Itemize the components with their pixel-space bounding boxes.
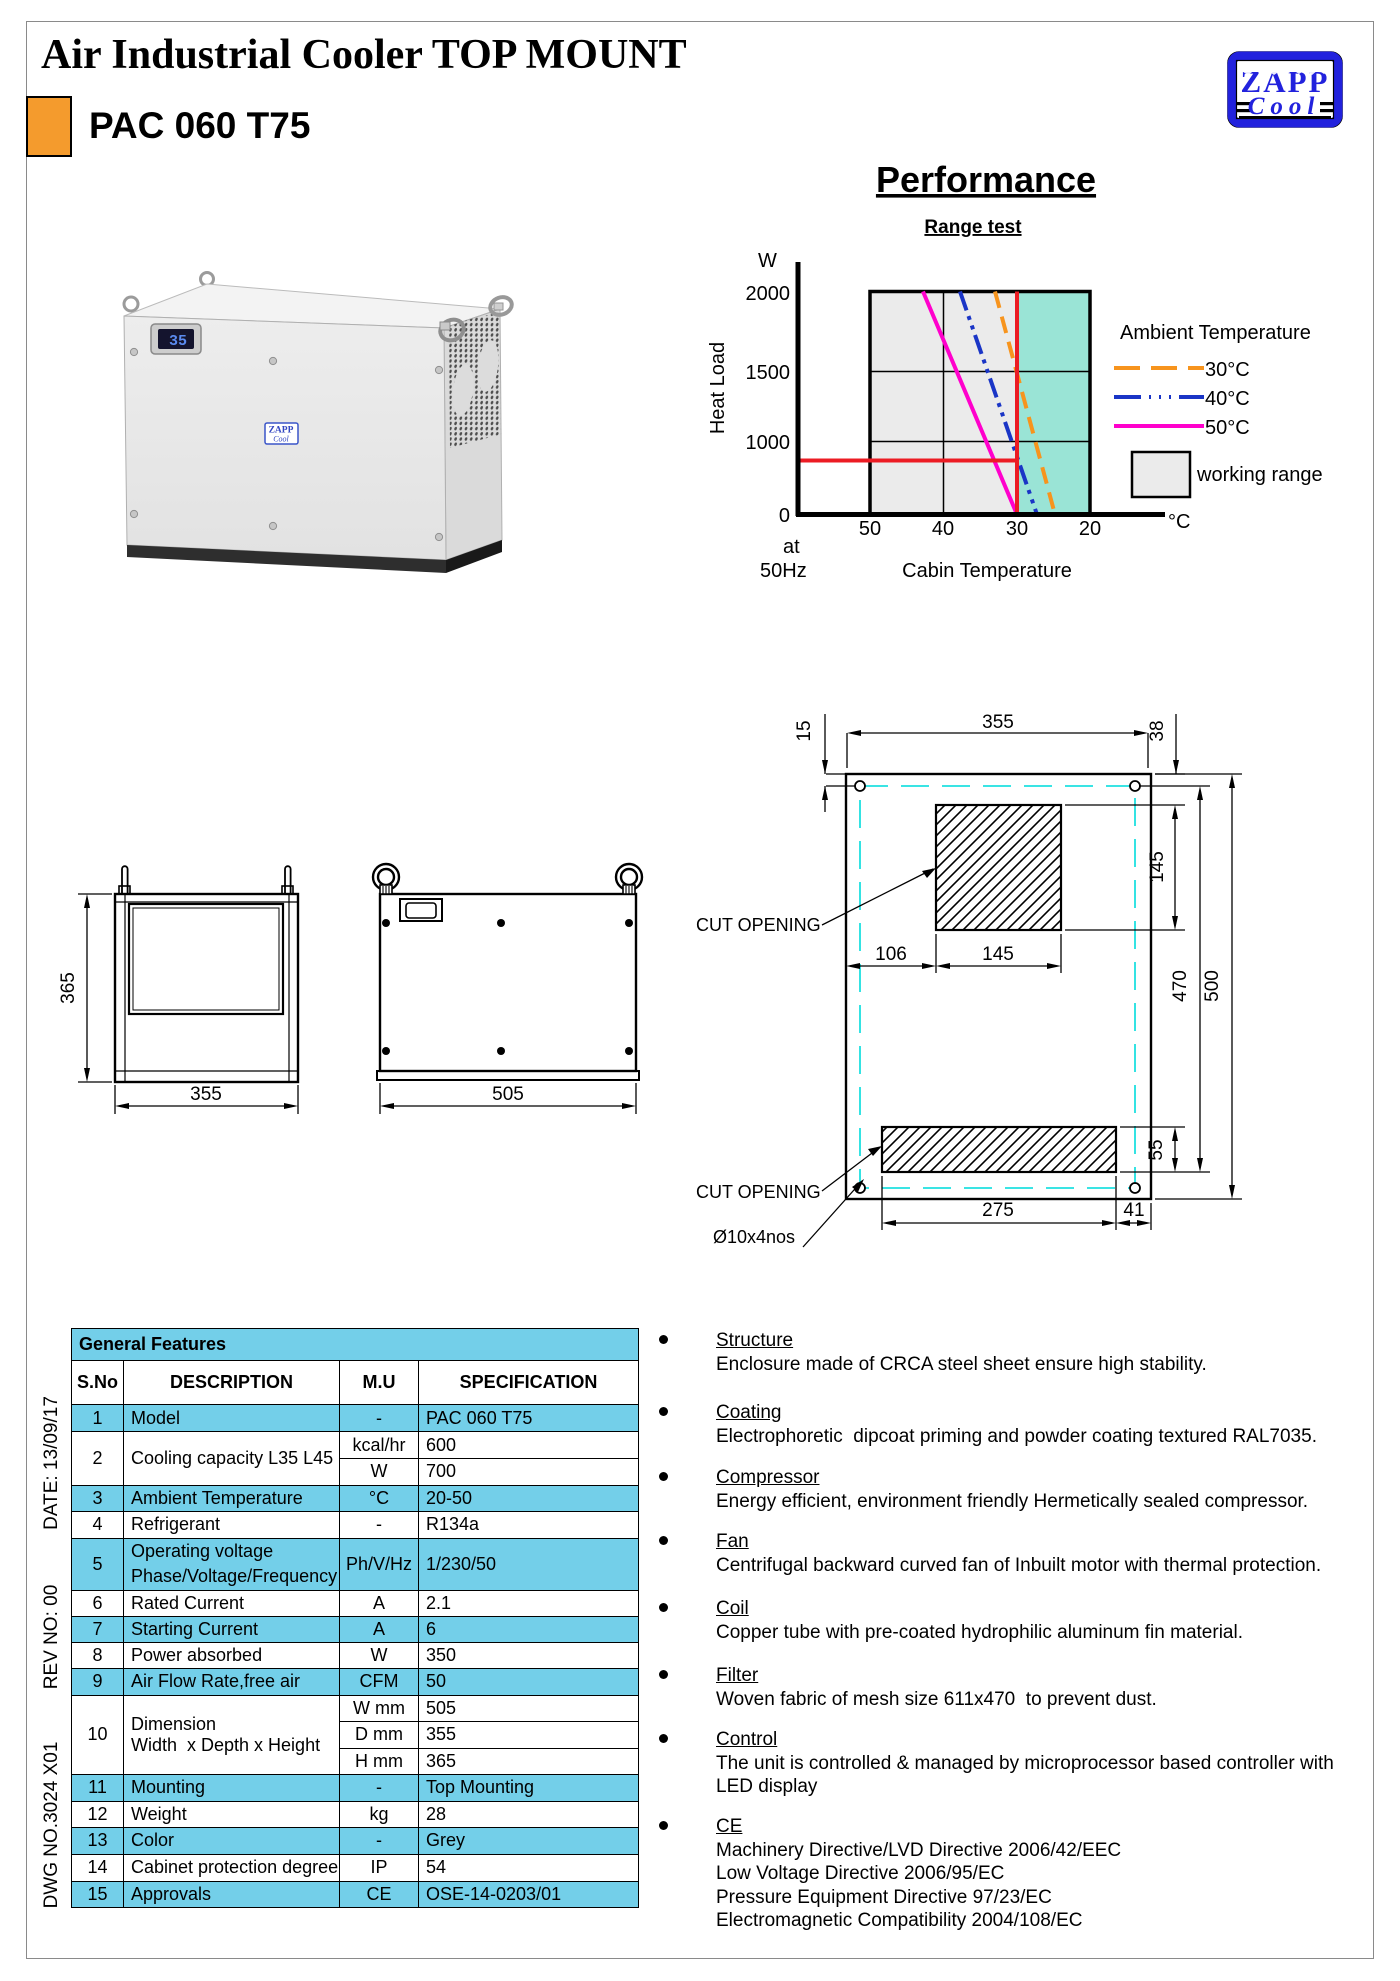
svg-text:41: 41 <box>1123 1200 1144 1221</box>
svg-text:1000: 1000 <box>746 432 791 454</box>
svg-text:30°C: 30°C <box>1205 359 1250 381</box>
svg-text:working range: working range <box>1196 464 1323 486</box>
svg-text:355: 355 <box>190 1084 222 1105</box>
svg-text:500: 500 <box>1202 970 1223 1002</box>
svg-text:275: 275 <box>982 1200 1014 1221</box>
svg-text:30: 30 <box>1006 518 1028 540</box>
svg-text:CUT OPENING: CUT OPENING <box>696 1182 821 1202</box>
svg-text:Cool: Cool <box>273 435 289 444</box>
svg-text:35: 35 <box>169 333 187 350</box>
svg-text:1500: 1500 <box>746 362 791 384</box>
svg-text:20: 20 <box>1079 518 1101 540</box>
svg-text:2000: 2000 <box>746 283 791 305</box>
svg-text:365: 365 <box>58 972 79 1004</box>
svg-text:40°C: 40°C <box>1205 388 1250 410</box>
svg-text:55: 55 <box>1146 1139 1167 1160</box>
svg-text:106: 106 <box>875 944 907 965</box>
svg-text:15: 15 <box>794 720 815 741</box>
svg-text:Cool: Cool <box>1248 93 1321 120</box>
svg-text:Performance: Performance <box>876 159 1096 200</box>
svg-text:40: 40 <box>932 518 954 540</box>
svg-text:0: 0 <box>779 505 790 527</box>
svg-text:50°C: 50°C <box>1205 417 1250 439</box>
svg-text:50Hz: 50Hz <box>760 560 807 582</box>
svg-text:Range test: Range test <box>924 217 1022 238</box>
svg-text:470: 470 <box>1170 970 1191 1002</box>
svg-text:ZAPP: ZAPP <box>269 426 294 436</box>
svg-text:Heat Load: Heat Load <box>707 342 729 434</box>
svg-text:38: 38 <box>1147 720 1168 741</box>
svg-text:Cabin Temperature: Cabin Temperature <box>902 560 1072 582</box>
svg-text:505: 505 <box>492 1084 524 1105</box>
svg-text:50: 50 <box>859 518 881 540</box>
svg-text:CUT OPENING: CUT OPENING <box>696 915 821 935</box>
svg-text:Ø10x4nos: Ø10x4nos <box>713 1227 795 1247</box>
svg-text:W: W <box>758 250 777 272</box>
svg-text:Ambient Temperature: Ambient Temperature <box>1120 322 1311 344</box>
svg-text:145: 145 <box>1147 851 1168 883</box>
svg-text:355: 355 <box>982 712 1014 733</box>
svg-text:at: at <box>783 536 800 558</box>
svg-text:°C: °C <box>1168 511 1190 533</box>
svg-text:145: 145 <box>982 944 1014 965</box>
